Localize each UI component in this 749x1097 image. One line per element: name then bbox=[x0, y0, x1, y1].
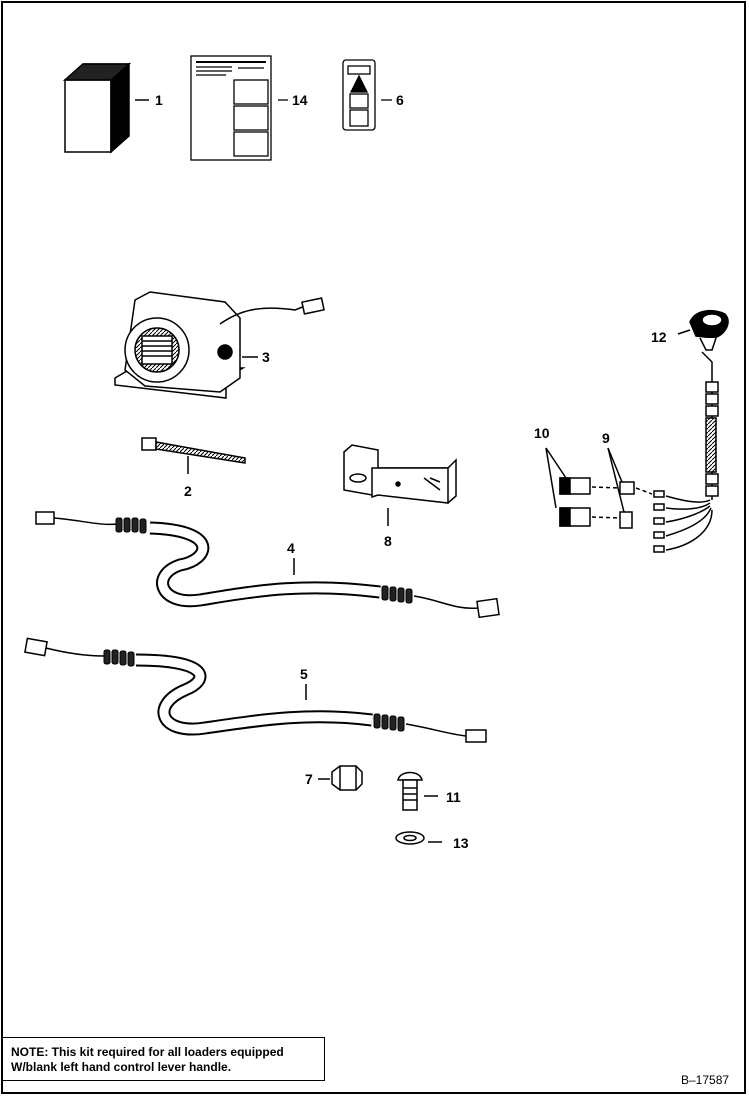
callout-1: 1 bbox=[155, 92, 163, 108]
callout-14: 14 bbox=[292, 92, 308, 108]
switch-icon bbox=[653, 309, 729, 553]
note-line-1: This kit required for all loaders equipp… bbox=[48, 1045, 284, 1059]
callout-7: 7 bbox=[305, 771, 313, 787]
instruction-sheet-icon bbox=[190, 55, 288, 161]
figure-id: B–17587 bbox=[681, 1073, 730, 1087]
wire-harness-icon bbox=[35, 511, 500, 619]
callout-2: 2 bbox=[184, 483, 192, 499]
terminal-icon bbox=[607, 447, 653, 529]
wire-harness-icon bbox=[24, 637, 487, 743]
callout-13: 13 bbox=[453, 835, 469, 851]
callout-6: 6 bbox=[396, 92, 404, 108]
connector-icon bbox=[545, 447, 621, 527]
note-line-2: W/blank left hand control lever handle. bbox=[11, 1060, 232, 1074]
note-box: NOTE: This kit required for all loaders … bbox=[3, 1037, 325, 1081]
callout-5: 5 bbox=[300, 666, 308, 682]
callout-12: 12 bbox=[651, 329, 667, 345]
callout-3: 3 bbox=[262, 349, 270, 365]
washer-icon bbox=[395, 831, 442, 845]
callout-10: 10 bbox=[534, 425, 550, 441]
box-icon bbox=[63, 62, 149, 154]
bolt-icon bbox=[397, 771, 438, 811]
callout-8: 8 bbox=[384, 533, 392, 549]
decal-icon bbox=[342, 59, 392, 131]
mounting-bracket-icon bbox=[343, 444, 457, 526]
nut-icon bbox=[318, 765, 363, 791]
callout-11: 11 bbox=[446, 789, 461, 805]
cable-tie-icon bbox=[141, 437, 246, 474]
callout-4: 4 bbox=[287, 540, 295, 556]
note-lead: NOTE: bbox=[11, 1045, 49, 1059]
callout-9: 9 bbox=[602, 430, 610, 446]
backup-alarm-icon bbox=[114, 291, 325, 399]
